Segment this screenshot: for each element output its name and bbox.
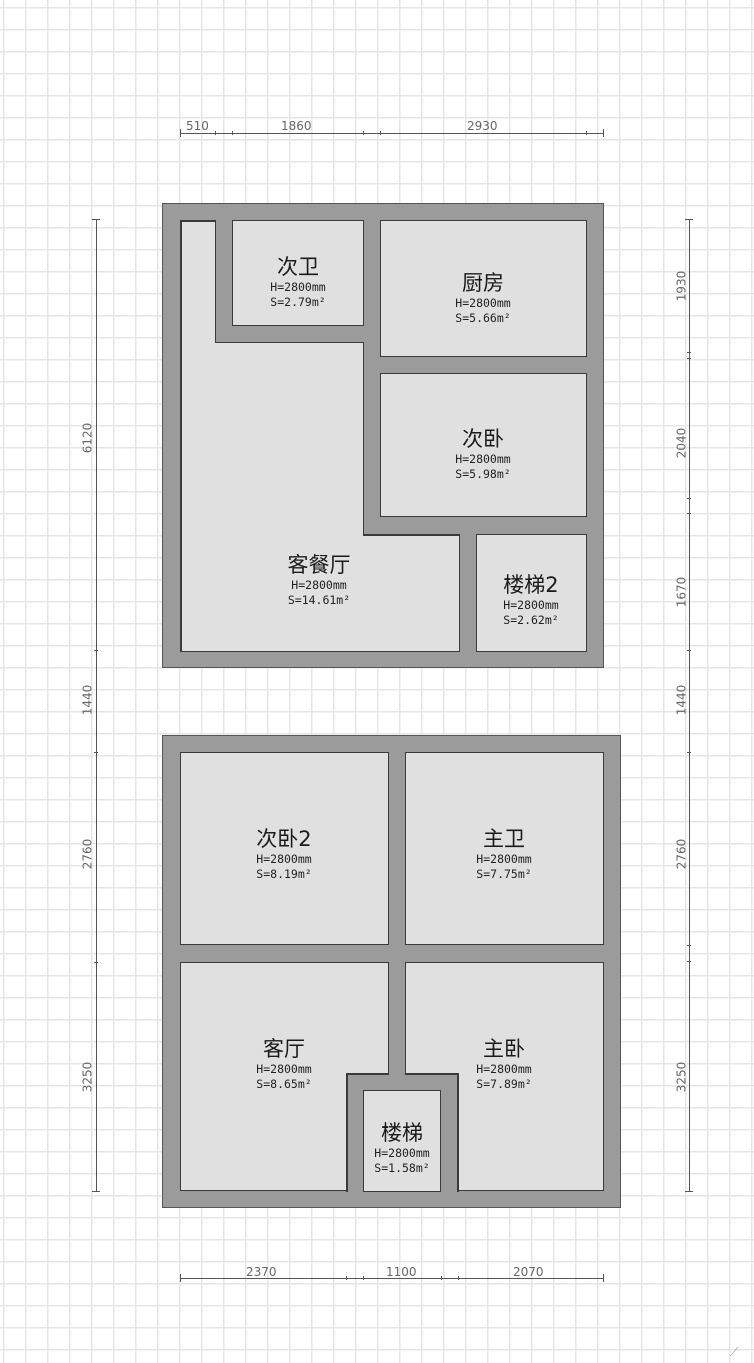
dimension-label: 3250 [80, 1061, 95, 1093]
room-bath2[interactable] [232, 220, 364, 326]
dimension-tick [180, 1274, 181, 1282]
room-label-living-dining: 客餐厅 H=2800mm S=14.61m² [287, 553, 351, 607]
dimension-label: 2040 [674, 427, 689, 459]
dimension-tick [92, 1191, 100, 1192]
dimension-tick [363, 1276, 364, 1280]
dimension-tick [380, 131, 381, 135]
room-stairs2[interactable] [476, 534, 587, 652]
dimension-tick [232, 131, 233, 135]
dimension-tick [346, 1276, 347, 1280]
dimension-tick [687, 650, 691, 651]
dimension-label: 6120 [80, 422, 95, 454]
dimension-tick [687, 945, 691, 946]
dimension-tick [687, 513, 691, 514]
dimension-tick [94, 650, 98, 651]
room-master-bath[interactable] [405, 752, 604, 945]
dimension-tick [685, 219, 693, 220]
dimension-tick [441, 1276, 442, 1280]
dimension-line [180, 133, 603, 134]
dimension-label: 2070 [513, 1265, 544, 1279]
dimension-label: 1440 [674, 684, 689, 716]
room-label-bedroom2b: 次卧2 H=2800mm S=8.19m² [256, 827, 312, 881]
dimension-label: 1670 [674, 576, 689, 608]
dimension-label: 1930 [674, 270, 689, 302]
dimension-label: 2930 [467, 119, 498, 133]
dimension-label: 1440 [80, 684, 95, 716]
room-label-master-bed: 主卧 H=2800mm S=7.89m² [476, 1037, 532, 1091]
dimension-tick [603, 129, 604, 137]
dimension-tick [687, 752, 691, 753]
dimension-tick [603, 1274, 604, 1282]
dimension-line [96, 219, 97, 1192]
dimension-tick [458, 1276, 459, 1280]
dimension-tick [92, 219, 100, 220]
dimension-tick [687, 352, 691, 353]
dimension-tick [363, 131, 364, 135]
room-stairs[interactable] [363, 1090, 441, 1192]
dimension-label: 1860 [281, 119, 312, 133]
room-bedroom2b[interactable] [180, 752, 389, 945]
dimension-tick [94, 962, 98, 963]
dimension-tick [180, 129, 181, 137]
dimension-tick [586, 131, 587, 135]
dimension-label: 2760 [674, 838, 689, 870]
room-label-bath2: 次卫 H=2800mm S=2.79m² [270, 255, 326, 309]
room-bedroom2[interactable] [380, 373, 587, 517]
room-label-bedroom2: 次卧 H=2800mm S=5.98m² [455, 427, 511, 481]
dimension-tick [687, 498, 691, 499]
dimension-line [180, 1278, 603, 1279]
resize-handle-icon[interactable]: ⟋ [730, 1345, 739, 1359]
dimension-tick [687, 358, 691, 359]
dimension-label: 1100 [386, 1265, 417, 1279]
room-label-stairs2: 楼梯2 H=2800mm S=2.62m² [503, 573, 559, 627]
room-label-master-bath: 主卫 H=2800mm S=7.75m² [476, 827, 532, 881]
dimension-tick [685, 1191, 693, 1192]
room-label-living: 客厅 H=2800mm S=8.65m² [256, 1037, 312, 1091]
dimension-label: 2370 [246, 1265, 277, 1279]
room-kitchen[interactable] [380, 220, 587, 357]
dimension-label: 3250 [674, 1061, 689, 1093]
dimension-label: 2760 [80, 838, 95, 870]
room-label-kitchen: 厨房 H=2800mm S=5.66m² [455, 271, 511, 325]
dimension-line [689, 219, 690, 1192]
room-label-stairs: 楼梯 H=2800mm S=1.58m² [374, 1121, 430, 1175]
dimension-tick [687, 961, 691, 962]
dimension-label: 510 [186, 119, 209, 133]
dimension-tick [94, 752, 98, 753]
dimension-tick [215, 131, 216, 135]
